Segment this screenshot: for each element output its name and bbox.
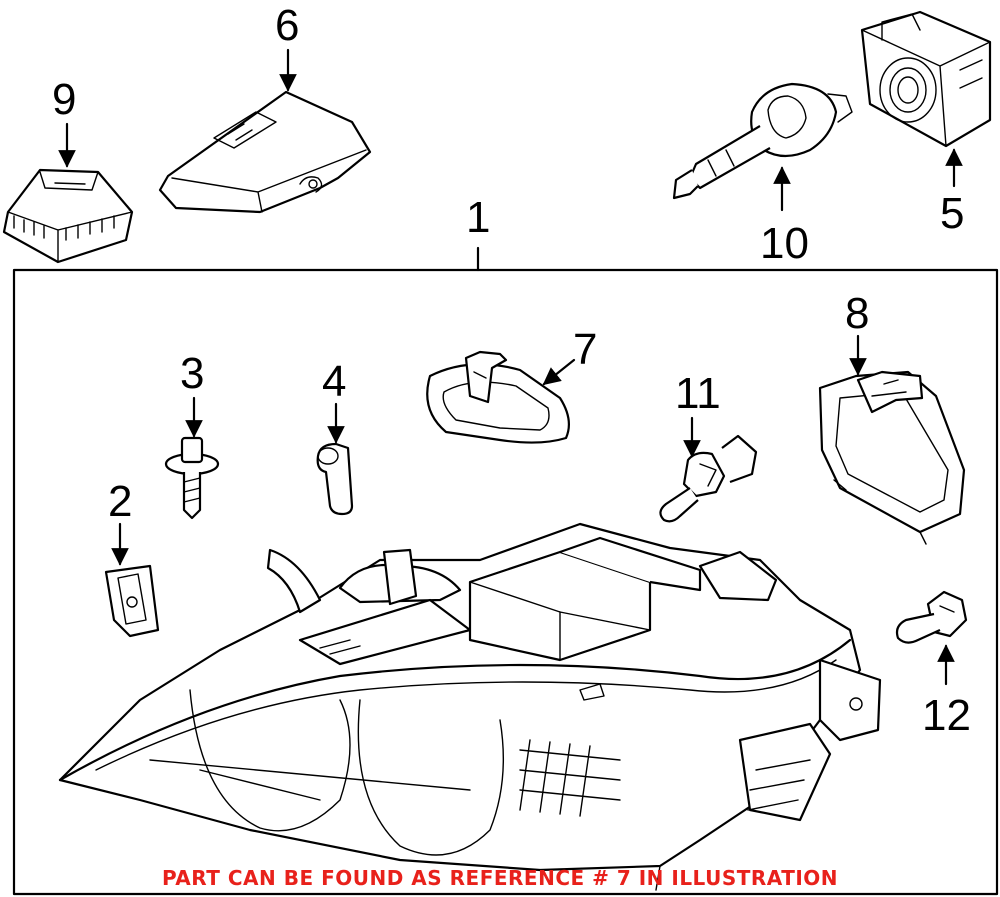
part-11-bulb-socket (659, 434, 758, 523)
part-5-igniter (860, 10, 992, 148)
callout-9: 9 (52, 75, 76, 124)
assembly-frame (12, 268, 999, 896)
callout-5: 5 (940, 189, 964, 238)
callout-12: 12 (922, 691, 971, 740)
part-10-xenon-bulb (672, 82, 853, 200)
part-8-bracket (818, 370, 966, 545)
part-1-headlight-assembly (58, 522, 882, 891)
part-12-small-bulb (895, 590, 968, 644)
callout-7: 7 (573, 325, 597, 374)
part-4-cap (316, 442, 354, 516)
part-7-cover (426, 350, 571, 444)
callout-10: 10 (760, 219, 809, 268)
part-9-control-module (2, 168, 134, 264)
reference-note: PART CAN BE FOUND AS REFERENCE # 7 IN IL… (162, 866, 838, 890)
callout-6: 6 (275, 1, 299, 50)
callout-2: 2 (108, 477, 132, 526)
part-3-screw (164, 436, 220, 520)
arrow-7 (542, 358, 576, 386)
callout-11: 11 (675, 369, 721, 418)
part-6-ballast (158, 90, 372, 214)
callout-1: 1 (466, 193, 490, 242)
part-2-clip (104, 564, 160, 638)
callout-3: 3 (180, 349, 204, 398)
callout-8: 8 (845, 289, 869, 338)
callout-4: 4 (322, 357, 346, 406)
